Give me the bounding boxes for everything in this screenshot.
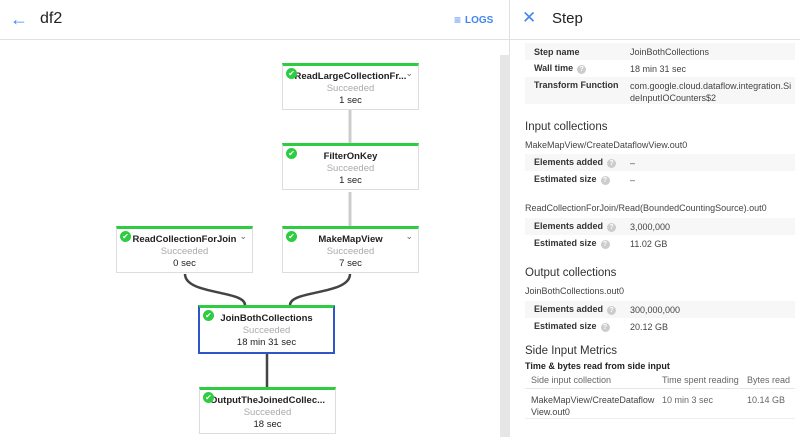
- value: 11.02 GB: [630, 238, 668, 249]
- metric-row: Elements added? 3,000,000: [525, 218, 795, 235]
- node-status: Succeeded: [160, 246, 209, 257]
- column-header: Bytes read: [747, 375, 791, 385]
- node-time: 7 sec: [339, 258, 362, 269]
- cell-collection: MakeMapView/CreateDataflow View.out0: [531, 395, 655, 417]
- label: Estimated size: [534, 321, 597, 331]
- metric-row: Estimated size? 11.02 GB: [525, 235, 795, 252]
- node-time: 1 sec: [339, 175, 362, 186]
- collection-name: MakeMapView/CreateDataflowView.out0: [525, 140, 688, 150]
- arrow-left-icon[interactable]: ←: [10, 9, 28, 29]
- node-time: 0 sec: [173, 258, 196, 269]
- help-icon[interactable]: ?: [577, 65, 587, 74]
- help-icon[interactable]: ?: [607, 306, 617, 315]
- step-panel: ✕ Step Step name JoinBothCollections Wall…: [510, 0, 800, 437]
- side-table-header: Side input collection Time spent reading…: [525, 372, 795, 389]
- node-status: Succeeded: [242, 325, 291, 336]
- check-icon: ✔: [286, 68, 297, 79]
- node-time: 18 sec: [253, 419, 282, 430]
- header: ← df2 ≡LOGS: [0, 0, 510, 40]
- value: 300,000,000: [630, 304, 681, 315]
- value: –: [630, 174, 636, 185]
- side-table-row: MakeMapView/CreateDataflow View.out0 10 …: [525, 389, 795, 419]
- collection-name: ReadCollectionForJoin/Read(BoundedCounti…: [525, 203, 767, 213]
- value: com.google.cloud.dataflow.integration.Si…: [630, 81, 792, 103]
- info-row: Transform Function com.google.cloud.dataf…: [525, 77, 795, 104]
- check-icon: ✔: [203, 392, 214, 403]
- side-input-subtitle: Time & bytes read from side input: [525, 361, 670, 371]
- label: Transform Function: [534, 80, 619, 90]
- node-name: FilterOnKey: [323, 151, 378, 162]
- input-collections-heading: Input collections: [525, 121, 608, 133]
- help-icon[interactable]: ?: [607, 223, 617, 232]
- chevron-down-icon[interactable]: ⌄: [405, 68, 413, 78]
- column-header: Side input collection: [531, 375, 612, 385]
- graph-panel: ← df2 ≡LOGS ✔⌄ReadLargeCollectionFr...Su…: [0, 0, 510, 437]
- label: Elements added: [534, 221, 604, 231]
- help-icon[interactable]: ?: [607, 159, 617, 168]
- info-row: Wall time? 18 min 31 sec: [525, 60, 795, 77]
- output-collections-heading: Output collections: [525, 267, 617, 279]
- step-header: ✕ Step: [510, 0, 800, 40]
- help-icon[interactable]: ?: [600, 176, 610, 185]
- check-icon: ✔: [203, 310, 214, 321]
- value: 18 min 31 sec: [630, 63, 687, 74]
- check-icon: ✔: [120, 231, 131, 242]
- node-name: MakeMapView: [318, 234, 383, 245]
- node-name: JoinBothCollections: [220, 313, 313, 324]
- node-name: ReadCollectionForJoin: [132, 234, 237, 245]
- node-status: Succeeded: [326, 163, 375, 174]
- check-icon: ✔: [286, 231, 297, 242]
- label: Step name: [534, 46, 580, 57]
- job-title: df2: [40, 10, 63, 27]
- help-icon[interactable]: ?: [600, 240, 610, 249]
- metric-row: Estimated size? –: [525, 171, 795, 188]
- node-name: ReadLargeCollectionFr...: [294, 71, 407, 82]
- logs-label: LOGS: [465, 14, 494, 26]
- label: Elements added: [534, 304, 604, 314]
- scrollbar[interactable]: [500, 55, 510, 437]
- graph-edges: [183, 110, 352, 387]
- edge: [183, 273, 247, 306]
- help-icon[interactable]: ?: [600, 323, 610, 332]
- column-header: Time spent reading: [662, 375, 739, 385]
- value: 20.12 GB: [630, 321, 669, 332]
- label: Estimated size: [534, 174, 597, 184]
- label: Elements added: [534, 157, 604, 167]
- panel-title: Step: [552, 10, 583, 27]
- node-status: Succeeded: [326, 83, 375, 94]
- list-icon: ≡: [454, 13, 462, 27]
- label: Wall time: [534, 63, 574, 73]
- value: 3,000,000: [630, 221, 671, 232]
- metric-row: Elements added? –: [525, 154, 795, 171]
- node-time: 1 sec: [339, 95, 362, 106]
- cell-bytes: 10.14 GB: [747, 395, 786, 405]
- chevron-down-icon[interactable]: ⌄: [239, 231, 247, 241]
- logs-button[interactable]: ≡LOGS: [454, 13, 493, 27]
- metric-row: Elements added? 300,000,000: [525, 301, 795, 318]
- node-status: Succeeded: [326, 246, 375, 257]
- info-row: Step name JoinBothCollections: [525, 43, 795, 60]
- chevron-down-icon[interactable]: ⌄: [405, 231, 413, 241]
- edge: [288, 273, 352, 306]
- value: –: [630, 157, 636, 168]
- node-name: OutputTheJoinedCollec...: [209, 395, 326, 406]
- cell-time: 10 min 3 sec: [662, 395, 714, 405]
- label: Estimated size: [534, 238, 597, 248]
- metric-row: Estimated size? 20.12 GB: [525, 318, 795, 335]
- close-icon[interactable]: ✕: [522, 8, 537, 27]
- node-time: 18 min 31 sec: [236, 337, 297, 348]
- node-status: Succeeded: [243, 407, 292, 418]
- value: JoinBothCollections: [630, 46, 710, 57]
- side-input-heading: Side Input Metrics: [525, 345, 618, 357]
- check-icon: ✔: [286, 148, 297, 159]
- collection-name: JoinBothCollections.out0: [525, 286, 625, 296]
